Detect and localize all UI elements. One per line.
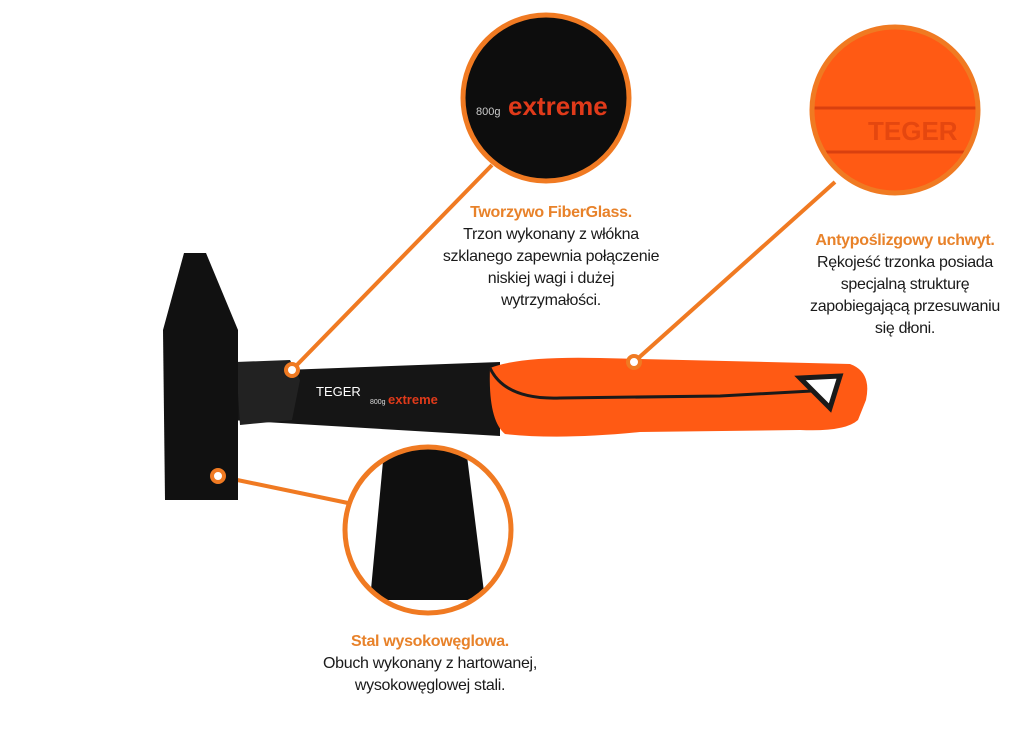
callout-line: specjalną strukturę (840, 276, 970, 293)
callout-line: się dłoni. (874, 320, 936, 337)
hammer-head (163, 253, 238, 500)
model-label: extreme (388, 392, 438, 407)
svg-text:800g: 800g (476, 106, 500, 118)
callout-steel: Stal wysokowęglowa. Obuch wykonany z har… (300, 631, 560, 697)
callout-line: Obuch wykonany z hartowanej, (323, 655, 537, 672)
callout-title: Tworzywo FiberGlass. (470, 204, 632, 221)
zoom-circle-grip: TEGER (809, 24, 981, 196)
zoom-circle-head (342, 444, 514, 616)
connector-lines (217, 163, 837, 505)
callout-line: szklanego zapewnia połączenie (442, 248, 660, 265)
svg-text:extreme: extreme (508, 91, 608, 121)
callout-line: Trzon wykonany z włókna (463, 226, 639, 243)
callout-title: Antypoślizgowy uchwyt. (815, 232, 995, 249)
callout-line: wytrzymałości. (501, 292, 601, 309)
callout-fiberglass: Tworzywo FiberGlass. Trzon wykonany z wł… (411, 202, 691, 312)
brand-label: TEGER (316, 384, 361, 399)
callout-grip: Antypoślizgowy uchwyt. Rękojeść trzonka … (785, 230, 1024, 340)
callout-title: Stal wysokowęglowa. (351, 633, 509, 650)
callout-line: zapobiegającą przesuwaniu (810, 298, 1000, 315)
callout-line: niskiej wagi i dużej (487, 270, 615, 287)
weight-label: 800g (370, 399, 386, 406)
callout-line: Rękojeść trzonka posiada (816, 254, 993, 271)
zoom-circle-fiberglass: extreme 800g (460, 12, 632, 184)
callout-line: wysokowęglowej stali. (354, 677, 506, 694)
svg-text:TEGER: TEGER (868, 116, 958, 146)
